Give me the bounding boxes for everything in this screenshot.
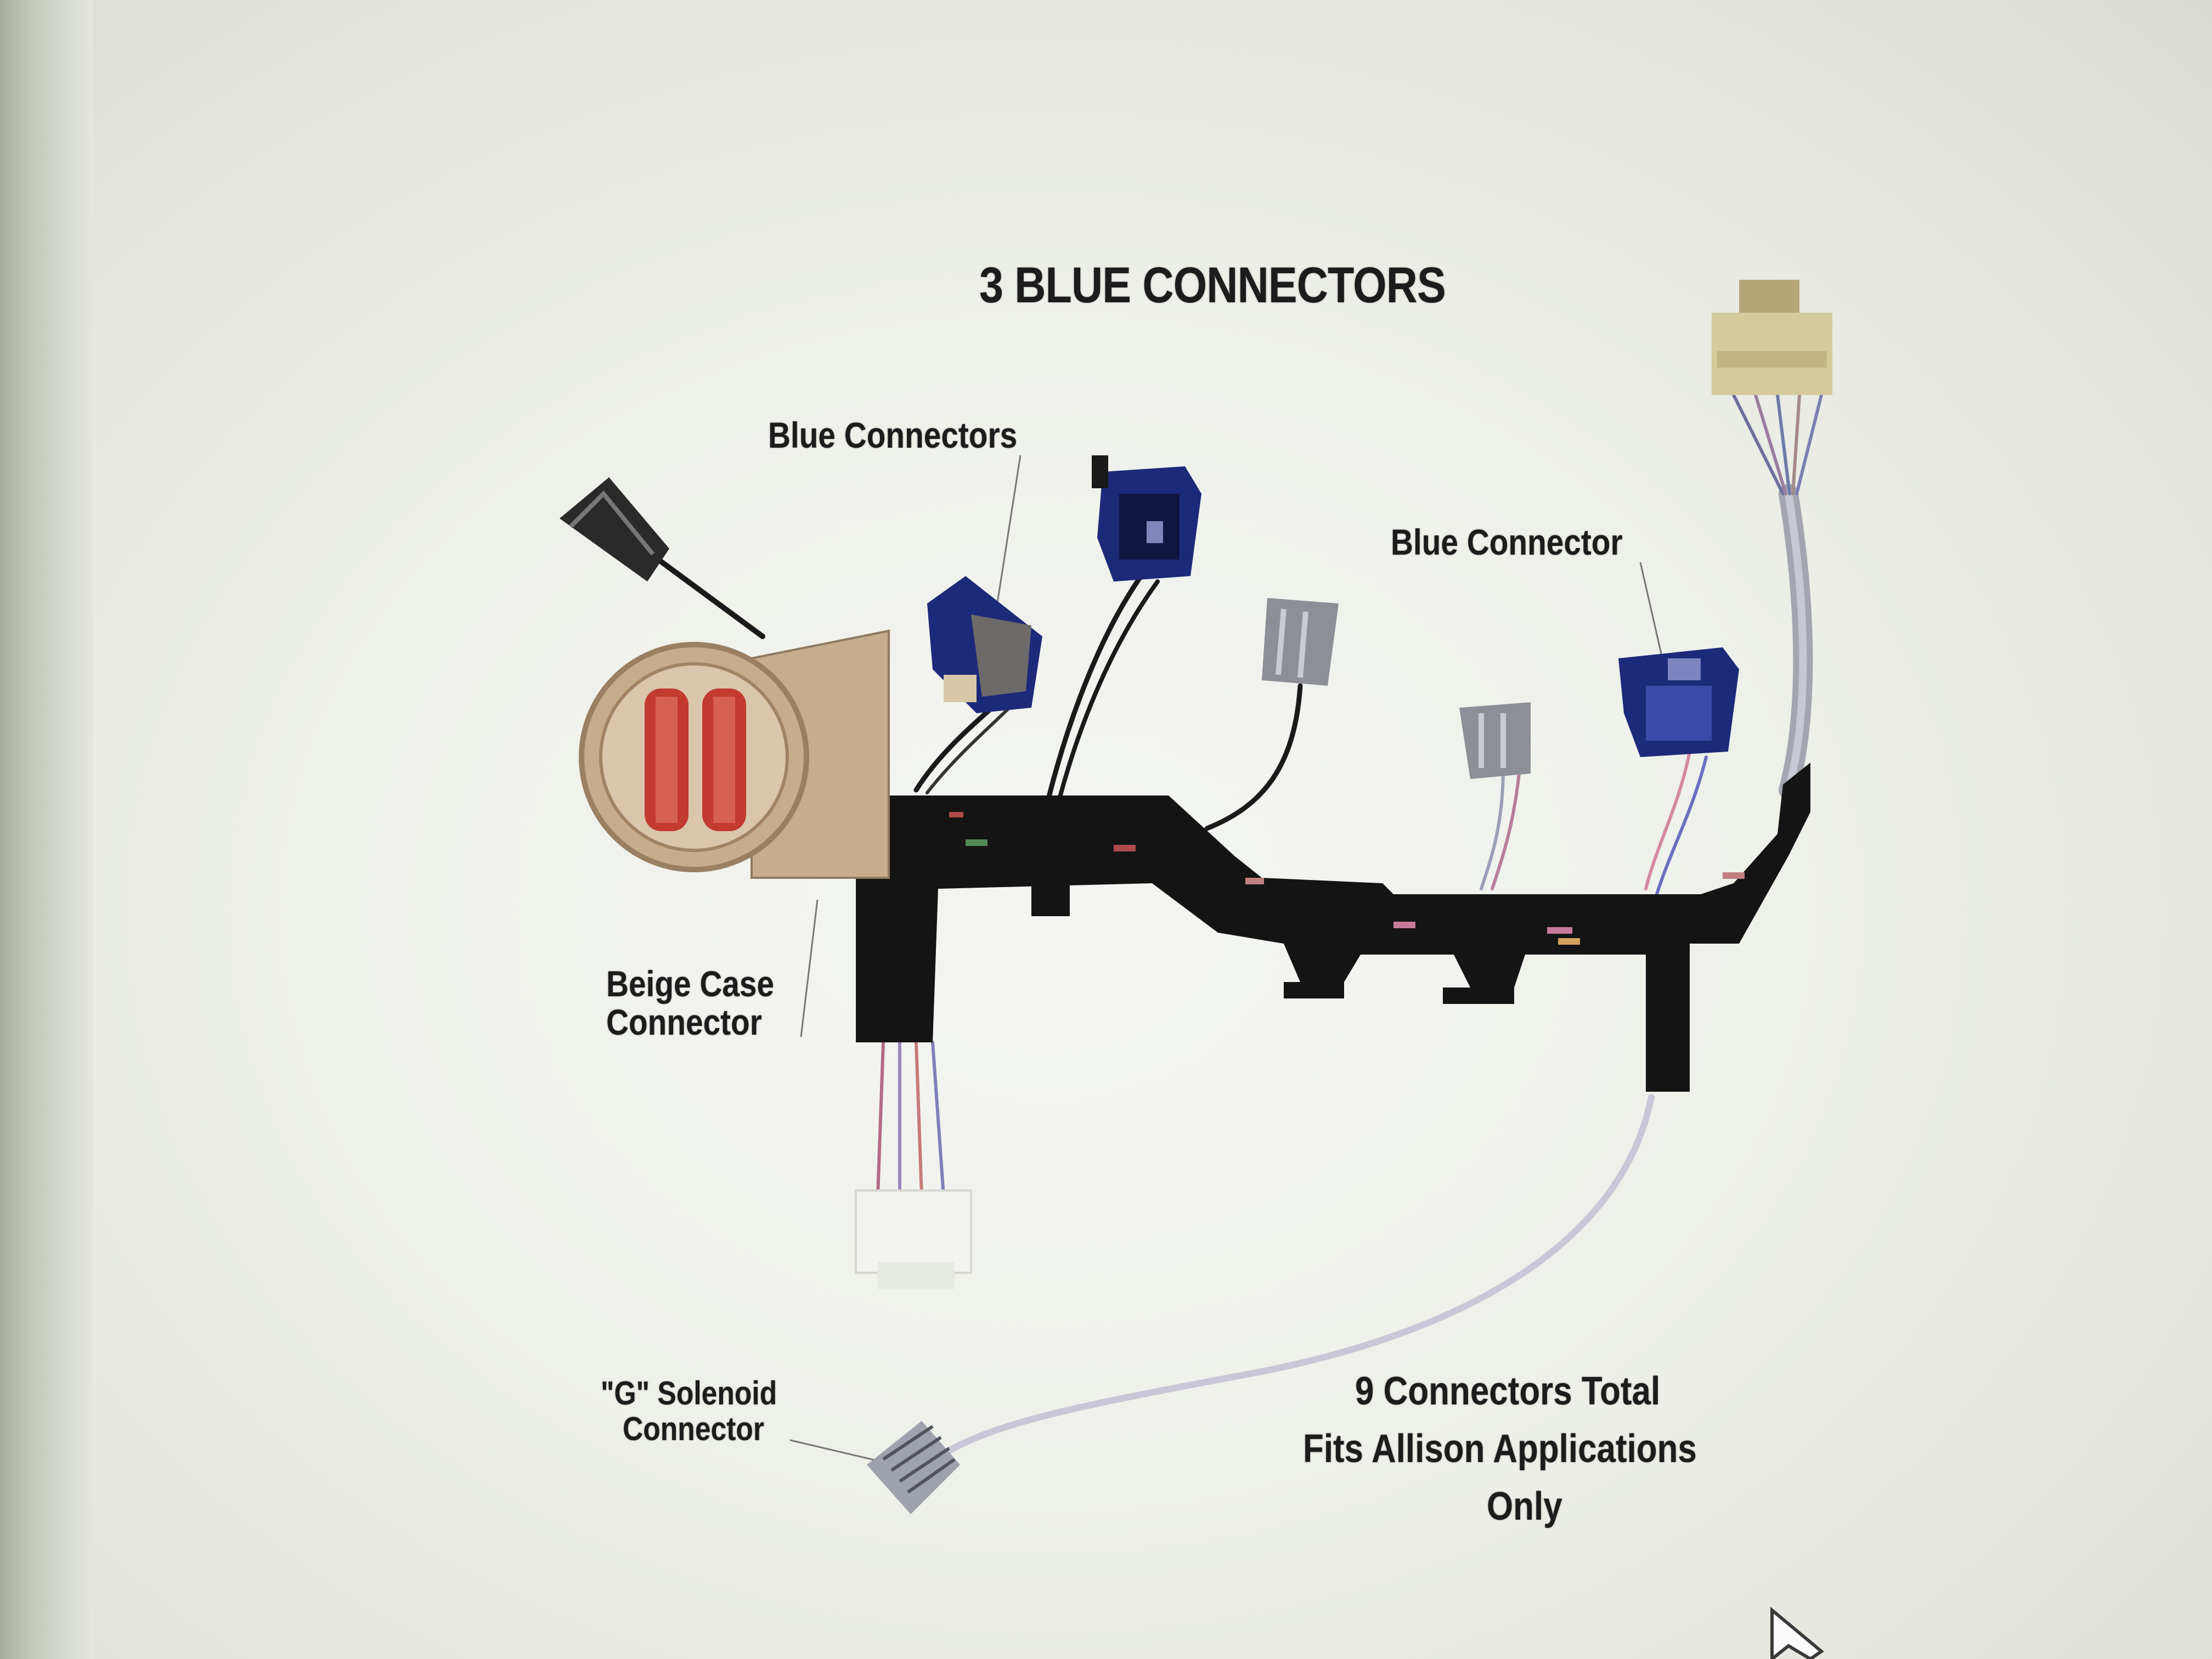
- top-right-connector: [1712, 280, 1832, 395]
- label-note-line3: Only: [1487, 1485, 1562, 1528]
- blue-connector-3: [1618, 647, 1739, 757]
- bottom-white-connector: [855, 1189, 972, 1289]
- left-clip: [560, 477, 669, 582]
- g-solenoid-connector: [867, 1421, 960, 1514]
- blue-connector-2: [1092, 455, 1201, 582]
- label-blue-connector: Blue Connector: [1391, 522, 1623, 562]
- diagram-title: 3 BLUE CONNECTORS: [979, 257, 1446, 313]
- harness-body: [856, 763, 1810, 1092]
- label-beige-case-line2: Connector: [606, 1002, 762, 1042]
- gray-connector-1: [1262, 598, 1339, 686]
- label-beige-case-line1: Beige Case: [606, 963, 775, 1004]
- wires: [656, 393, 1823, 1457]
- harness-trace-highlights: [949, 812, 1745, 945]
- beige-case-connector: [579, 629, 890, 879]
- blue-connector-1: [927, 576, 1042, 713]
- label-g-solenoid-line1: "G" Solenoid: [601, 1375, 777, 1412]
- gray-connector-2: [1459, 702, 1531, 779]
- label-blue-connectors: Blue Connectors: [768, 415, 1018, 455]
- mouse-cursor-icon: [1770, 1606, 1824, 1659]
- label-note-line2: Fits Allison Applications: [1303, 1427, 1697, 1471]
- label-g-solenoid-line2: Connector: [623, 1410, 764, 1447]
- label-note-line1: 9 Connectors Total: [1355, 1369, 1661, 1413]
